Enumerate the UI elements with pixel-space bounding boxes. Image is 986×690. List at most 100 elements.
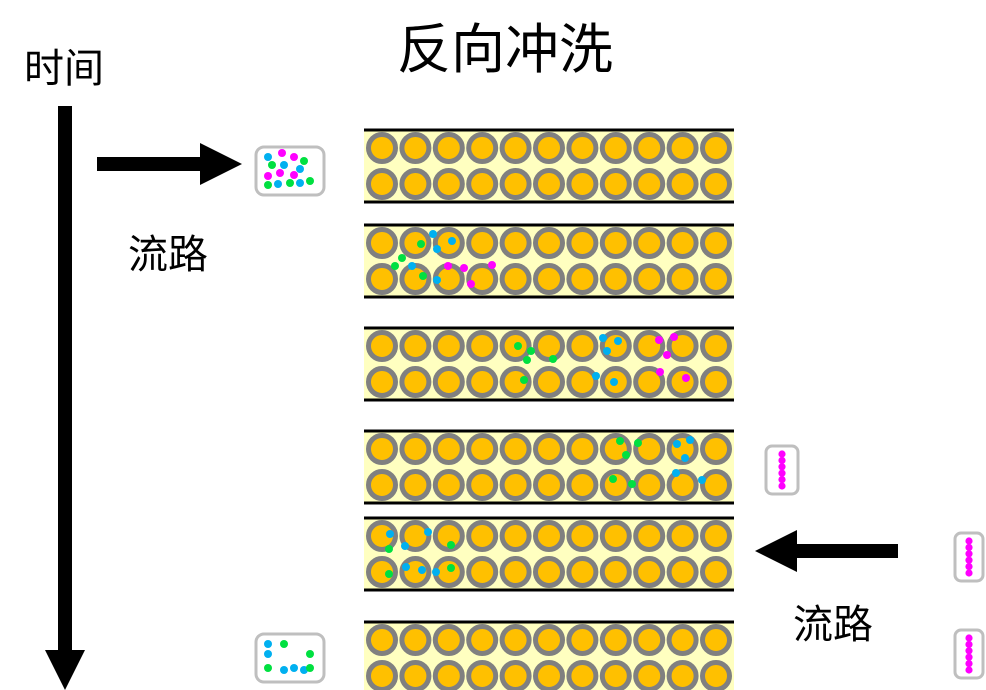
analyte-cyan: [610, 378, 618, 386]
analyte-green: [628, 480, 636, 488]
analyte-cyan: [603, 347, 611, 355]
analyte-magenta: [965, 666, 973, 674]
analyte-magenta: [778, 456, 786, 464]
packing-particle: [432, 366, 465, 398]
packing-particle: [466, 132, 499, 164]
packing-particle: [366, 520, 398, 552]
packing-particle: [700, 263, 732, 295]
packing-particle: [466, 520, 499, 552]
packing-particle: [399, 227, 432, 259]
time-label: 时间: [24, 46, 104, 92]
analyte-cyan: [681, 454, 689, 462]
analyte-magenta: [663, 351, 671, 359]
analyte-magenta: [778, 482, 786, 490]
column-4: [364, 429, 734, 505]
analyte-cyan: [698, 476, 706, 484]
packing-particle: [366, 433, 398, 465]
analyte-cyan: [418, 566, 426, 574]
packing-particle: [399, 168, 432, 200]
packing-particle: [466, 469, 499, 501]
packing-particle: [666, 624, 699, 656]
packing-particle: [700, 168, 732, 200]
analyte-cyan: [673, 440, 681, 448]
analyte-cyan: [424, 528, 432, 536]
analyte-magenta: [965, 563, 973, 571]
flow-label-bottom: 流路: [793, 602, 873, 648]
analyte-magenta: [682, 374, 690, 382]
analyte-green: [264, 181, 272, 189]
packing-particle: [399, 469, 432, 501]
packing-particle: [533, 132, 565, 164]
packing-particle: [432, 433, 465, 465]
packing-particle: [499, 263, 532, 295]
packing-particle: [466, 660, 499, 690]
packing-particle: [700, 366, 732, 398]
analyte-magenta: [965, 660, 973, 668]
packing-particle: [432, 330, 465, 362]
analyte-magenta: [670, 333, 678, 341]
packing-particle: [633, 433, 666, 465]
packing-particle: [599, 556, 632, 588]
analyte-green: [417, 240, 425, 248]
packing-particle: [466, 624, 499, 656]
packing-particle: [533, 520, 565, 552]
analyte-green: [385, 570, 393, 578]
analyte-cyan: [614, 337, 622, 345]
analyte-cyan: [433, 276, 441, 284]
analyte-cyan: [448, 237, 456, 245]
analyte-green: [280, 640, 288, 648]
analyte-cyan: [296, 165, 304, 173]
analyte-magenta: [965, 634, 973, 642]
analyte-cyan: [401, 542, 409, 550]
analyte-cyan: [280, 666, 288, 674]
packing-particle: [466, 556, 499, 588]
packing-particle: [566, 556, 599, 588]
packing-particle: [499, 227, 532, 259]
packing-particle: [633, 366, 666, 398]
packing-particle: [566, 330, 599, 362]
analyte-magenta: [778, 463, 786, 471]
packing-particle: [466, 263, 499, 295]
analyte-cyan: [402, 563, 410, 571]
packing-particle: [599, 624, 632, 656]
packing-particle: [499, 366, 532, 398]
packing-particle: [599, 469, 632, 501]
fraction-vial-icon: [953, 531, 985, 583]
column-3: [364, 326, 734, 402]
packing-particle: [633, 263, 666, 295]
packing-particle: [366, 263, 398, 295]
analyte-green: [385, 545, 393, 553]
packing-particle: [666, 469, 699, 501]
down-arrow-icon: [45, 106, 85, 690]
packing-particle: [432, 469, 465, 501]
packing-particle: [566, 132, 599, 164]
packing-particle: [533, 168, 565, 200]
analyte-green: [527, 347, 535, 355]
analyte-magenta: [965, 537, 973, 545]
column-stack: [364, 128, 734, 690]
packing-particle: [666, 168, 699, 200]
packing-particle: [566, 168, 599, 200]
packing-particle: [700, 433, 732, 465]
analyte-magenta: [656, 368, 664, 376]
fraction-vial-icon: [764, 444, 800, 496]
analyte-cyan: [274, 180, 282, 188]
column-2: [364, 223, 734, 299]
packing-particle: [466, 168, 499, 200]
column-5: [364, 516, 734, 592]
packing-particle: [599, 168, 632, 200]
analyte-cyan: [592, 372, 600, 380]
packing-particle: [700, 330, 732, 362]
packing-particle: [666, 132, 699, 164]
packing-particle: [399, 520, 432, 552]
analyte-green: [300, 157, 308, 165]
analyte-magenta: [778, 450, 786, 458]
analyte-cyan: [433, 245, 441, 253]
column-6: [364, 620, 734, 690]
packing-particle: [432, 624, 465, 656]
packing-particle: [633, 556, 666, 588]
analyte-green: [306, 650, 314, 658]
packing-particle: [366, 624, 398, 656]
packing-particle: [566, 263, 599, 295]
packing-particle: [366, 469, 398, 501]
